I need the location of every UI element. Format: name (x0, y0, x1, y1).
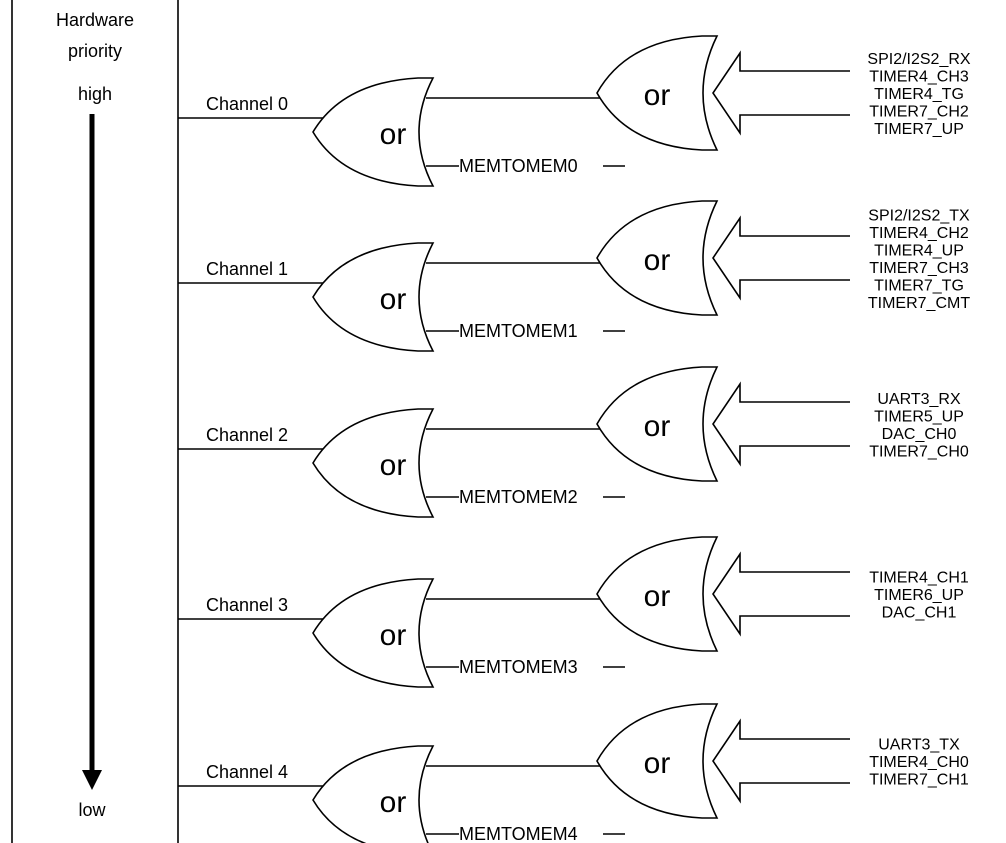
request-arrow-icon (712, 381, 850, 467)
request-source-label: TIMER7_CH1 (869, 772, 969, 789)
request-or-gate (596, 366, 719, 482)
request-source-label: TIMER7_CH3 (869, 260, 969, 277)
channel-label: Channel 4 (206, 762, 288, 782)
request-source-label: SPI2/I2S2_RX (867, 51, 971, 68)
request-source-label: TIMER5_UP (874, 408, 964, 425)
channel-or-gate-label: or (380, 449, 407, 482)
channel-or-gate (312, 242, 435, 352)
request-arrow-icon (712, 551, 850, 637)
request-source-label: TIMER4_CH2 (869, 225, 969, 242)
request-or-gate-label: or (644, 580, 671, 613)
memtomem-label: MEMTOMEM4 (459, 824, 578, 843)
channel-row-0: Channel 0orMEMTOMEM0orSPI2/I2S2_RXTIMER4… (178, 35, 971, 187)
channel-or-gate (312, 408, 435, 518)
priority-title-line2: priority (68, 41, 122, 61)
request-source-label: DAC_CH1 (882, 605, 957, 622)
request-or-gate-label: or (644, 410, 671, 443)
request-source-label: TIMER4_UP (874, 242, 964, 259)
request-source-label: TIMER4_CH0 (869, 754, 969, 771)
memtomem-label: MEMTOMEM3 (459, 657, 578, 677)
channel-label: Channel 3 (206, 595, 288, 615)
channel-or-gate (312, 77, 435, 187)
channel-or-gate-label: or (380, 118, 407, 151)
hardware-priority-panel: Hardware priority high low (11, 0, 179, 843)
request-source-label: TIMER7_UP (874, 121, 964, 138)
request-source-label: TIMER7_CMT (868, 295, 970, 312)
channel-label: Channel 0 (206, 94, 288, 114)
request-source-label: TIMER4_TG (874, 86, 964, 103)
request-arrow-icon (712, 215, 850, 301)
channel-or-gate-label: or (380, 619, 407, 652)
request-or-gate-label: or (644, 747, 671, 780)
request-arrow-icon (712, 50, 850, 136)
priority-arrow-down-icon (82, 770, 102, 790)
channel-or-gate-label: or (380, 786, 407, 819)
memtomem-label: MEMTOMEM1 (459, 321, 578, 341)
request-or-gate (596, 703, 719, 819)
request-source-label: UART3_TX (878, 737, 960, 754)
channel-or-gate-label: or (380, 283, 407, 316)
request-arrow-icon (712, 718, 850, 804)
request-or-gate (596, 35, 719, 151)
request-source-label: TIMER7_CH0 (869, 443, 969, 460)
request-source-label: UART3_RX (877, 391, 961, 408)
memtomem-label: MEMTOMEM2 (459, 487, 578, 507)
channel-or-gate (312, 578, 435, 688)
request-source-label: SPI2/I2S2_TX (868, 207, 970, 224)
request-source-label: DAC_CH0 (882, 426, 957, 443)
request-source-label: TIMER6_UP (874, 587, 964, 604)
request-or-gate (596, 536, 719, 652)
request-or-gate-label: or (644, 79, 671, 112)
channel-label: Channel 2 (206, 425, 288, 445)
channel-or-gate (312, 745, 435, 843)
request-or-gate-label: or (644, 244, 671, 277)
priority-title-line1: Hardware (56, 10, 134, 30)
channel-label: Channel 1 (206, 259, 288, 279)
request-source-label: TIMER4_CH3 (869, 69, 969, 86)
request-or-gate (596, 200, 719, 316)
request-source-label: TIMER7_CH2 (869, 104, 969, 121)
channel-row-1: Channel 1orMEMTOMEM1orSPI2/I2S2_TXTIMER4… (178, 200, 970, 352)
request-source-label: TIMER7_TG (874, 277, 964, 294)
request-source-label: TIMER4_CH1 (869, 570, 969, 587)
priority-low-label: low (78, 800, 106, 820)
priority-high-label: high (78, 84, 112, 104)
memtomem-label: MEMTOMEM0 (459, 156, 578, 176)
